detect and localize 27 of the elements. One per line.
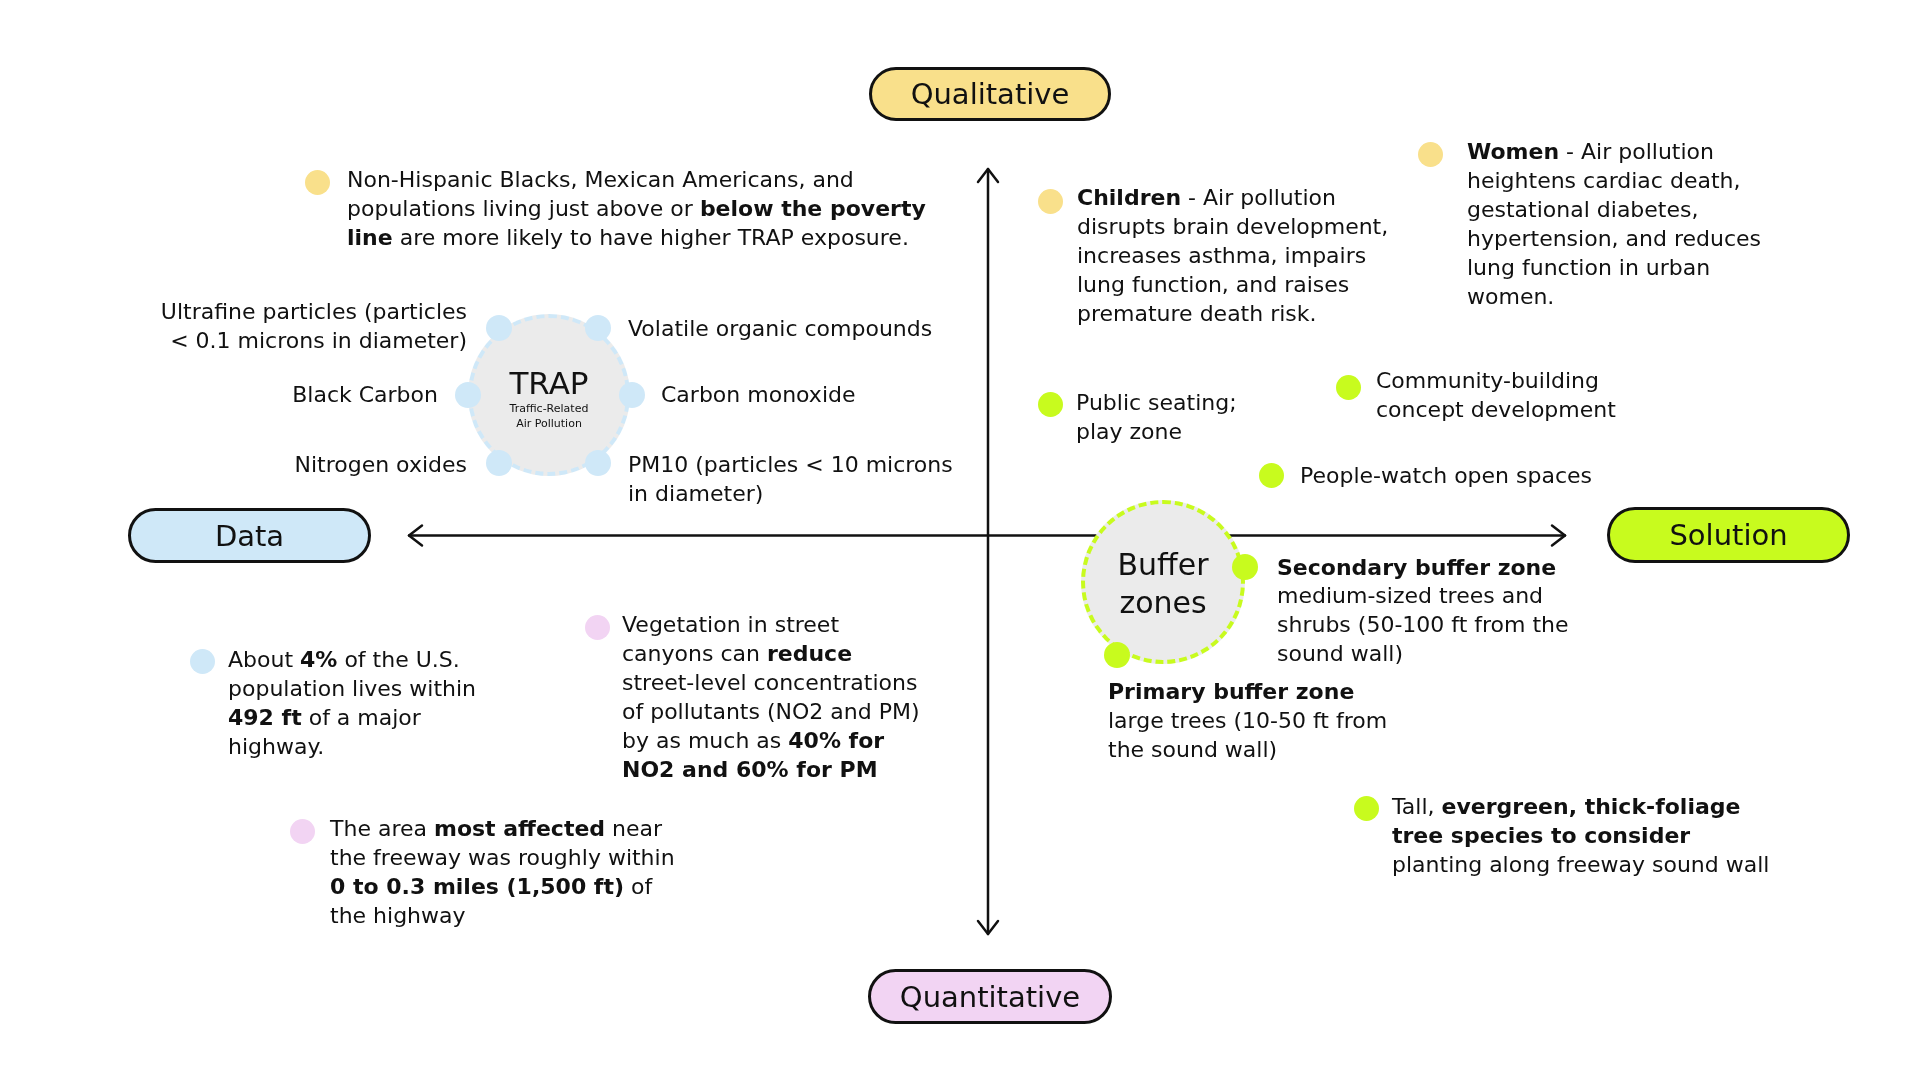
pollutant-label: PM10 (particles < 10 microns in diameter) xyxy=(628,450,954,508)
zone-description: medium-sized trees and shrubs (50-100 ft from the sound wall) xyxy=(1277,582,1570,668)
pollutant-label: Black Carbon xyxy=(292,381,438,409)
note-text: Non-Hispanic Blacks, Mexican Americans, and populations living just above or below the poverty line are more likely to have higher TRAP exposure. xyxy=(347,165,927,252)
category-pill: Quantitative xyxy=(868,969,1112,1024)
category-pill: Solution xyxy=(1607,507,1850,563)
note-text: Community-building concept development xyxy=(1376,367,1617,424)
pollutant-label: Nitrogen oxides xyxy=(294,450,467,479)
pollutant-label: Carbon monoxide xyxy=(661,381,856,409)
note-text: Tall, evergreen, thick-foliage tree species to consider planting along freeway sound wall xyxy=(1392,792,1771,879)
pollutant-label: Volatile organic compounds xyxy=(628,314,933,343)
zone-heading: Secondary buffer zone xyxy=(1277,553,1557,582)
circle-subtitle: Traffic-Related Air Pollution xyxy=(508,402,590,431)
note-text: The area most affected near the freeway was roughly within 0 to 0.3 miles (1,500 ft) of the highway xyxy=(330,814,676,930)
zone-heading: Primary buffer zone xyxy=(1108,678,1355,706)
circle-title: Buffer zones xyxy=(1116,546,1210,622)
circle-title: TRAP xyxy=(509,366,589,400)
note-text: People-watch open spaces xyxy=(1300,461,1593,490)
note-text: Children - Air pollution disrupts brain development, increases asthma, impairs lung function, and raises premature death risk. xyxy=(1077,184,1390,328)
pollutant-label: Ultrafine particles (particles < 0.1 microns in diameter) xyxy=(159,297,467,355)
note-text: Vegetation in street canyons can reduce street-level concentrations of pollutants (NO2 and PM) by as much as 40% for NO2 and 60% for PM xyxy=(622,610,921,784)
category-pill: Data xyxy=(128,508,371,563)
note-text: About 4% of the U.S. population lives within 492 ft of a major highway. xyxy=(228,645,478,761)
note-text: Public seating; play zone xyxy=(1076,389,1238,446)
category-pill: Qualitative xyxy=(869,67,1111,121)
note-text: Women - Air pollution heightens cardiac death, gestational diabetes, hypertension, and reduces lung function in urban women. xyxy=(1467,137,1763,311)
zone-description: large trees (10-50 ft from the sound wall) xyxy=(1108,707,1389,764)
